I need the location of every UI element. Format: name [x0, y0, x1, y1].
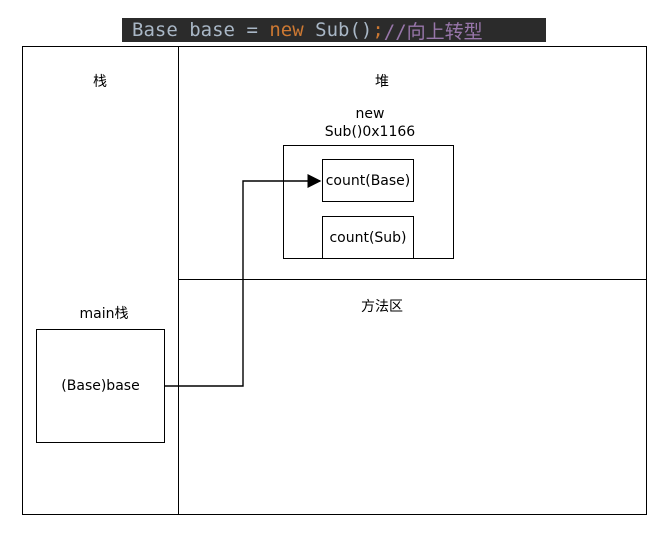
field-count-sub: count(Sub) [322, 216, 414, 259]
method-area-label: 方法区 [361, 299, 403, 315]
field-count-base: count(Base) [322, 159, 414, 202]
code-keyword-new: new [269, 19, 304, 41]
code-semicolon: ; [372, 19, 384, 41]
heap-label: 堆 [375, 74, 389, 90]
memory-diagram-frame [22, 46, 647, 515]
main-frame-label: main栈 [79, 306, 129, 322]
code-equals: = [246, 19, 258, 41]
main-stack-frame: (Base)base [36, 329, 165, 443]
field-count-base-label: count(Base) [325, 172, 411, 189]
code-banner: Base base = new Sub() ; //向上转型 [122, 18, 546, 43]
code-call: Sub() [315, 19, 373, 41]
object-label-address: Sub()0x1166 [324, 124, 416, 140]
object-label-new: new [355, 106, 385, 122]
code-var-name: base [189, 19, 235, 41]
stack-label: 栈 [93, 74, 107, 90]
code-comment: //向上转型 [383, 20, 483, 43]
field-count-sub-label: count(Sub) [329, 229, 407, 246]
local-var-label: (Base)base [61, 378, 140, 394]
heap-method-area-divider [178, 279, 647, 280]
reference-arrow [165, 174, 322, 387]
stack-heap-divider [178, 46, 179, 515]
code-type-name: Base [132, 19, 178, 41]
